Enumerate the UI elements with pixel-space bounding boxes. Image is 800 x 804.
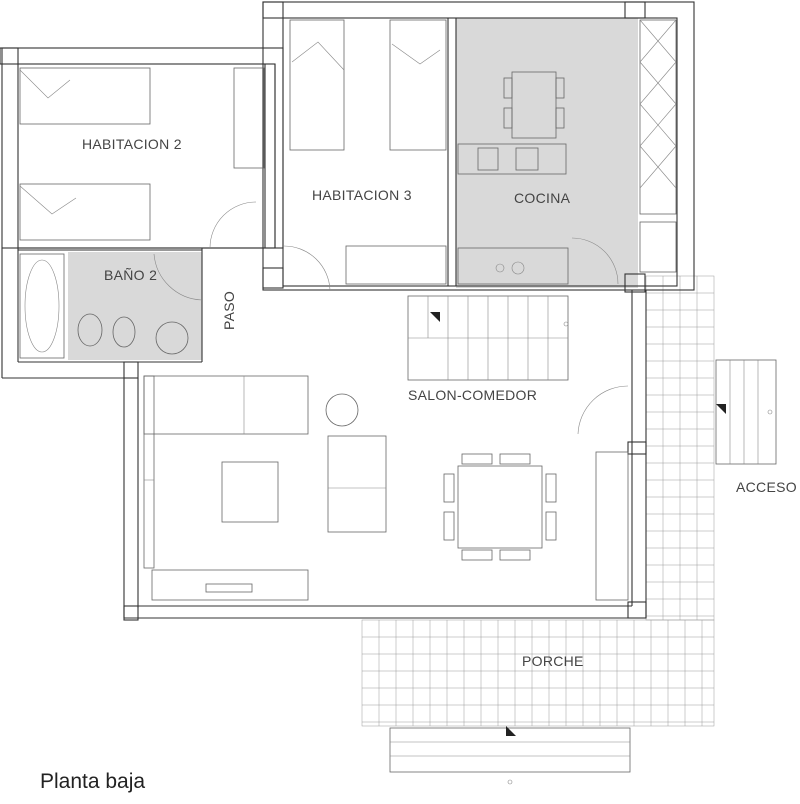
bathroom-floor bbox=[68, 252, 202, 360]
doors bbox=[209, 201, 629, 435]
porch-tiles bbox=[361, 275, 715, 727]
label-acceso: ACCESO bbox=[736, 479, 797, 495]
label-porche: PORCHE bbox=[522, 653, 584, 669]
kitchen-fixtures bbox=[457, 19, 677, 285]
label-cocina: COCINA bbox=[514, 190, 571, 206]
label-habitacion-3: HABITACION 3 bbox=[312, 187, 412, 203]
plan-caption: Planta baja bbox=[40, 770, 146, 793]
hab3-beds bbox=[289, 19, 447, 285]
walls bbox=[0, 1, 695, 621]
label-habitacion-2: HABITACION 2 bbox=[82, 136, 182, 152]
hab2-beds bbox=[19, 67, 265, 241]
kitchen-floor bbox=[456, 18, 638, 288]
bathroom-fixtures bbox=[19, 253, 203, 359]
porch-steps bbox=[389, 726, 631, 785]
label-bano-2: BAÑO 2 bbox=[104, 267, 157, 283]
living-furniture bbox=[143, 375, 629, 601]
label-paso: PASO bbox=[221, 291, 237, 330]
staircase bbox=[407, 295, 569, 381]
access-steps bbox=[715, 359, 777, 465]
label-salon-comedor: SALON-COMEDOR bbox=[408, 387, 537, 403]
